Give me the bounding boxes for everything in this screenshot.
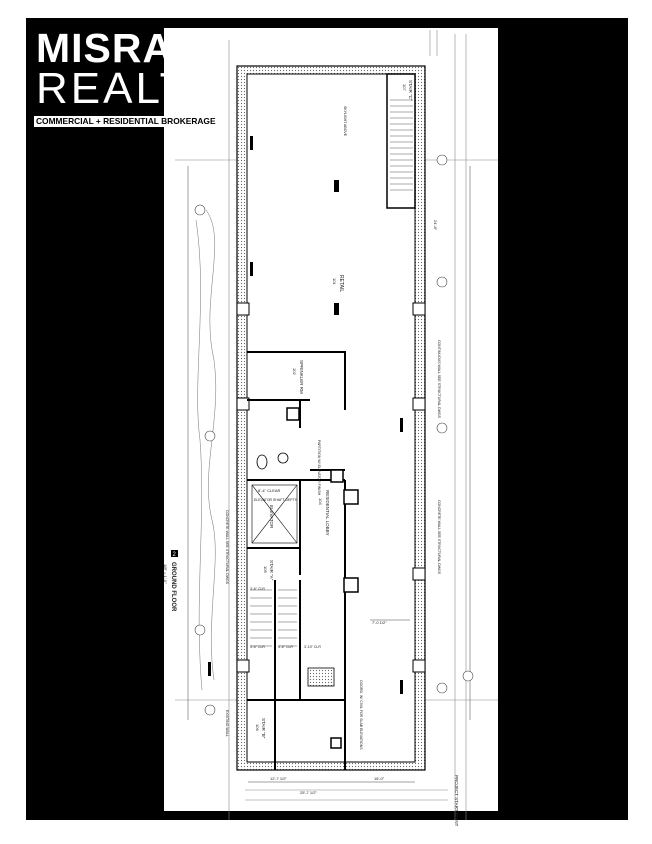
logo-name: MISRAHI xyxy=(36,25,217,71)
note-existing-wall: EXISTING WALL xyxy=(225,710,229,737)
stair-c xyxy=(386,73,416,209)
label-stair-b-num: 106 xyxy=(255,724,260,731)
label-dim-front: 12'-7 1/2" xyxy=(270,776,287,781)
structural-columns xyxy=(236,302,426,673)
label-dim-overall: 25'-7 1/2" xyxy=(300,790,317,795)
elevator-shaft xyxy=(251,484,298,544)
label-stair-a: STAIR "A" xyxy=(269,560,274,581)
label-sprinkler: SPRINKLER RM xyxy=(299,360,304,394)
plan-title: GROUND FLOOR xyxy=(170,562,176,612)
interior-partitions xyxy=(247,351,346,770)
plan-labels: RETAIL 101 SPRINKLER RM 102 ELEVATOR 8'-… xyxy=(163,80,459,827)
stair-ab-treads xyxy=(250,589,297,647)
note-partition: PARTITION W/ ELEVATOR FINISH xyxy=(317,440,321,496)
label-residential-lobby: RESIDENTIAL LOBBY xyxy=(325,490,330,536)
label-dim-depth1: 7'-0 1/2" xyxy=(372,620,387,625)
dimension-lines xyxy=(187,166,471,783)
fixtures xyxy=(256,452,335,687)
grid-bubbles xyxy=(194,154,474,716)
note-concrete-left: CONCRETE WALL SEE STRUCTURAL DWGS xyxy=(225,510,229,585)
label-elevator: ELEVATOR xyxy=(269,505,274,529)
logo-corp: CORP xyxy=(227,76,237,107)
note-continuous-wall: CONTINUOUS WALL SEE STRUCTURAL DWGS xyxy=(437,340,441,419)
label-dim-depth2: 24'-8" xyxy=(433,220,438,231)
building-walls xyxy=(236,65,426,771)
logo-tagline: COMMERCIAL + RESIDENTIAL BROKERAGE xyxy=(34,116,216,127)
label-stair-a-num: 105 xyxy=(263,566,268,573)
label-stair-c: STAIR "C" xyxy=(408,80,413,101)
label-dim-clear1: 3'-6" CLR xyxy=(250,645,265,649)
note-concrete-right: CONCRETE WALL SEE STRUCTURAL DWGS xyxy=(437,500,441,575)
plan-scale: 1/8" = 1'-0" xyxy=(163,564,168,584)
title-number-box xyxy=(171,550,178,557)
label-retail-num: 101 xyxy=(332,278,337,285)
label-project-start: PROJECT START POINT xyxy=(454,775,459,827)
lobby-columns xyxy=(286,407,359,749)
label-retail: RETAIL xyxy=(338,275,344,292)
wall-markers xyxy=(208,136,403,694)
title-number: 2 xyxy=(173,552,177,558)
label-lobby-num: 104 xyxy=(318,498,323,505)
label-sprinkler-num: 102 xyxy=(292,368,297,375)
label-elevator-shaft: ELEVATOR SHAFT DEPTH xyxy=(254,498,298,502)
note-coordinate: COORD. W/ CIVIL FOR SLAB ELEVATIONS xyxy=(359,680,363,750)
label-elevator-clear: 8'-4" CLEAR xyxy=(258,488,281,493)
label-stair-c-num: 107 xyxy=(402,84,407,91)
label-dim-clear4: 3'-6" CLR xyxy=(250,587,265,591)
note-skylight: SKYLIGHT ABOVE xyxy=(343,106,347,137)
label-dim-side: 16'-0" xyxy=(374,776,385,781)
label-dim-clear3: 3'-10" CLR xyxy=(304,645,321,649)
label-dim-clear2: 3'-6" CLR xyxy=(278,645,293,649)
misrahi-realty-logo: MISRAHI REALTY CORP COMMERCIAL + RESIDEN… xyxy=(34,26,237,130)
label-stair-b: STAIR "B" xyxy=(261,718,266,739)
logo-realty: REALTY xyxy=(36,64,222,113)
